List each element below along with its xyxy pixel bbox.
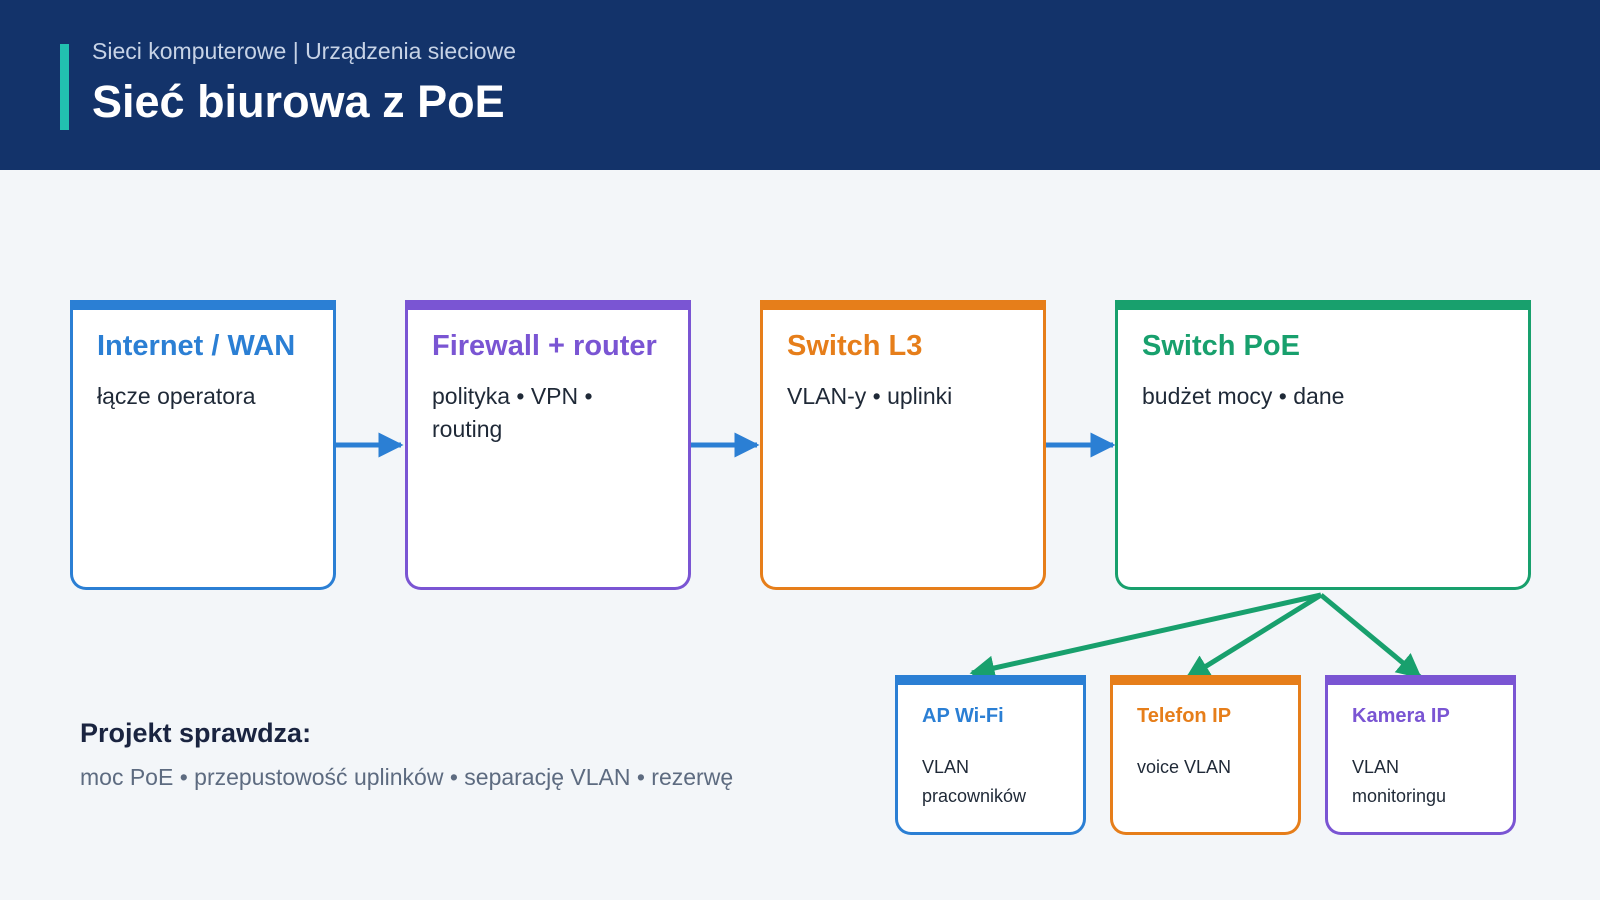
connector-poe-phone <box>1184 592 1323 681</box>
node-title: Switch L3 <box>787 330 923 362</box>
node-title: AP Wi-Fi <box>922 705 1004 727</box>
node-description: VLAN-y • uplinki <box>787 383 953 409</box>
node-title: Internet / WAN <box>97 330 296 362</box>
node-title: Firewall + router <box>432 330 657 362</box>
node-description: VLAN pracowników <box>922 757 1027 806</box>
node-description: voice VLAN <box>1137 757 1232 777</box>
node-description: łącze operatora <box>97 383 256 409</box>
node-internet-wan: Internet / WAN łącze operatora <box>70 300 336 590</box>
node-ip-phone: Telefon IP voice VLAN <box>1110 675 1301 835</box>
header-banner: Sieci komputerowe | Urządzenia sieciowe … <box>0 0 1600 170</box>
connector-poe-camera <box>1319 593 1422 679</box>
node-title: Telefon IP <box>1137 705 1232 727</box>
node-ip-camera: Kamera IP VLAN monitoringu <box>1325 675 1516 835</box>
connector-poe-ap <box>969 592 1322 681</box>
node-switch-l3: Switch L3 VLAN-y • uplinki <box>760 300 1046 590</box>
header-accent-bar <box>60 44 69 130</box>
header-subtitle: Sieci komputerowe | Urządzenia sieciowe <box>92 38 516 64</box>
node-description: polityka • VPN • routing <box>432 383 593 442</box>
node-description: VLAN monitoringu <box>1352 757 1447 806</box>
page-title: Sieć biurowa z PoE <box>92 76 505 127</box>
node-firewall-router: Firewall + router polityka • VPN • routi… <box>405 300 691 590</box>
node-description: budżet mocy • dane <box>1142 383 1345 409</box>
project-checks-text: moc PoE • przepustowość uplinków • separ… <box>80 764 734 790</box>
node-title: Switch PoE <box>1142 330 1300 362</box>
node-title: Kamera IP <box>1352 705 1450 727</box>
node-switch-poe: Switch PoE budżet mocy • dane <box>1115 300 1531 590</box>
node-ap-wifi: AP Wi-Fi VLAN pracowników <box>895 675 1086 835</box>
project-checks-title: Projekt sprawdza: <box>80 718 312 748</box>
